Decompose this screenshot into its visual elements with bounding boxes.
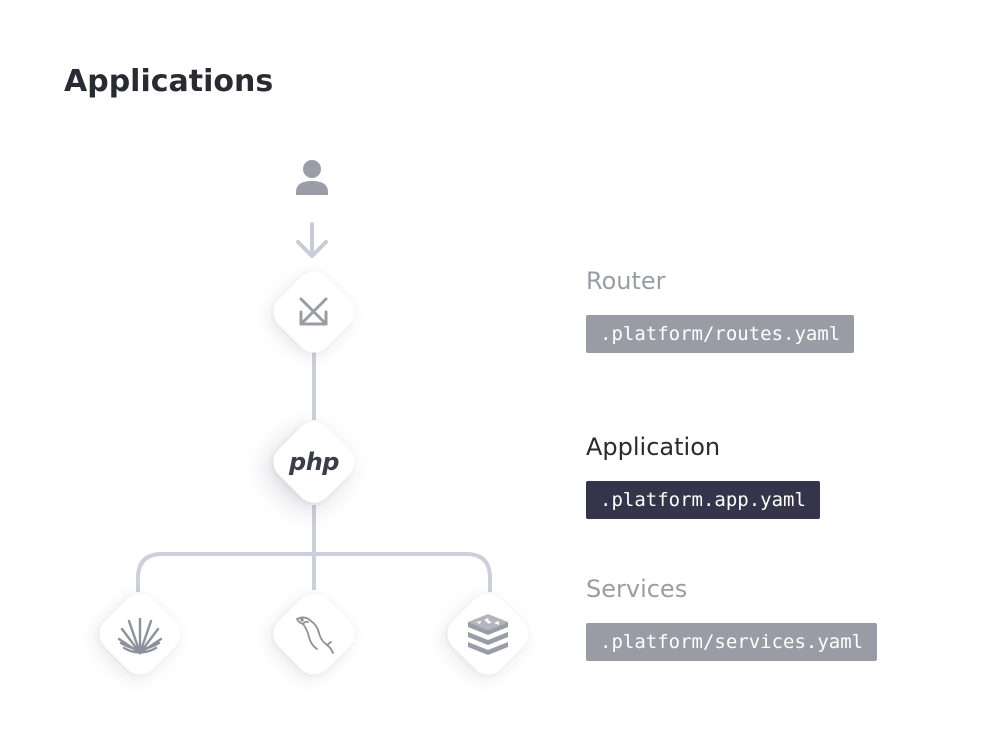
application-node[interactable]: php	[265, 413, 363, 511]
router-node[interactable]	[265, 263, 363, 361]
mysql-icon	[296, 616, 334, 654]
application-layer-label: Application	[586, 433, 721, 461]
mysql-node[interactable]	[265, 585, 363, 683]
router-layer-label: Router	[586, 267, 666, 295]
router-icon	[299, 297, 328, 326]
elasticsearch-icon	[117, 617, 163, 655]
redis-icon	[468, 614, 508, 655]
services-branch-connector	[136, 552, 492, 592]
elasticsearch-node[interactable]	[91, 585, 189, 683]
redis-node[interactable]	[439, 585, 537, 683]
page-title: Applications	[64, 64, 274, 99]
php-logo: php	[289, 448, 339, 476]
services-layer-label: Services	[586, 575, 688, 603]
arrow-down-icon	[296, 222, 328, 258]
services-config-file: .platform/services.yaml	[586, 623, 878, 661]
application-config-file: .platform.app.yaml	[586, 481, 820, 519]
user-icon	[296, 160, 328, 195]
router-config-file: .platform/routes.yaml	[586, 315, 855, 353]
